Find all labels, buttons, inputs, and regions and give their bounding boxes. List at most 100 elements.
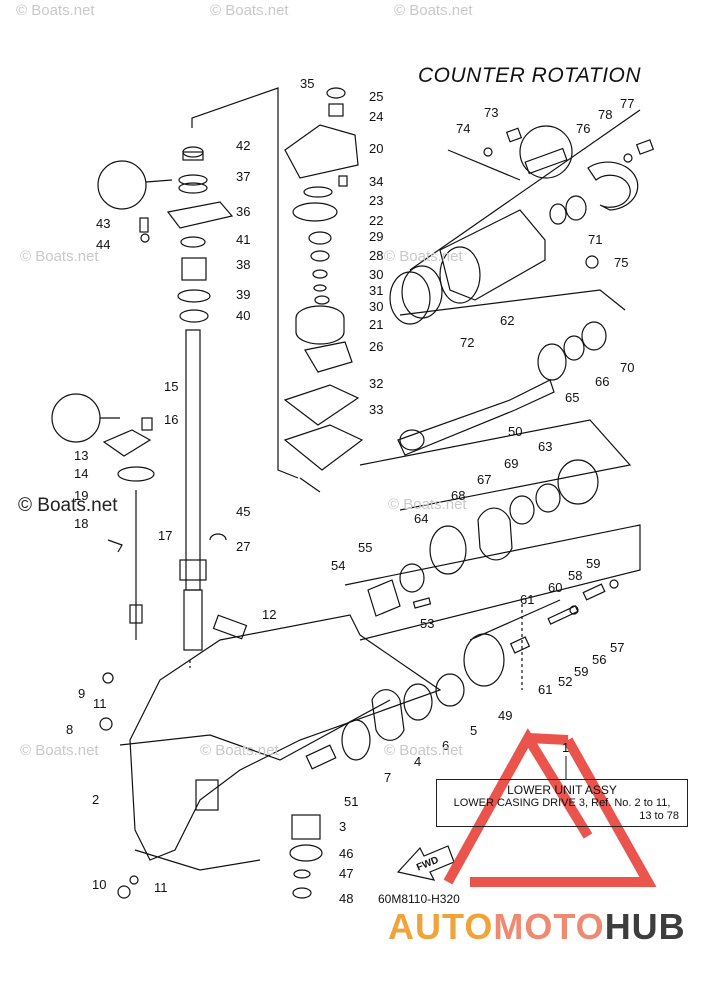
callout: 63 (538, 439, 552, 454)
callout: 56 (592, 652, 606, 667)
watermark: © Boats.net (384, 248, 463, 265)
washer-67 (509, 495, 535, 525)
detail-circle-top (97, 160, 147, 210)
brand-part-auto: AUTO (388, 906, 494, 947)
spring-58 (582, 583, 606, 601)
ball-57 (569, 605, 579, 615)
exploded-view-drawing (51, 87, 655, 899)
callout: 76 (576, 121, 590, 136)
callout: 29 (369, 229, 383, 244)
diagram-title: COUNTER ROTATION (418, 64, 642, 87)
ring-76 (587, 161, 639, 211)
bearing-4 (371, 689, 405, 741)
callout: 42 (236, 138, 250, 153)
watermark: © Boats.net (210, 2, 289, 19)
nut-9 (102, 672, 114, 684)
o-ring-7 (341, 719, 371, 761)
bracket-line (447, 149, 521, 181)
plunger-52 (509, 636, 531, 654)
callout: 72 (460, 335, 474, 350)
callout: 37 (236, 169, 250, 184)
clutch-54 (367, 579, 401, 617)
casing-window (195, 779, 219, 811)
callout: 15 (164, 379, 178, 394)
callout: 73 (484, 105, 498, 120)
callout: 59 (586, 556, 600, 571)
seal-71 (549, 203, 567, 225)
callout: 23 (369, 193, 383, 208)
watermark: © Boats.net (384, 742, 463, 759)
callout: 69 (504, 456, 518, 471)
callout: 78 (598, 107, 612, 122)
callout: 13 (74, 448, 88, 463)
washer-44 (140, 233, 150, 243)
insert-cartridge-21 (295, 305, 345, 345)
callout: 77 (620, 96, 634, 111)
callout: 65 (565, 390, 579, 405)
pin-34 (338, 175, 348, 187)
callout: 59 (574, 664, 588, 679)
callout: 38 (236, 257, 250, 272)
shim-66 (563, 335, 585, 361)
callout: 4 (414, 754, 421, 769)
callout: 6 (442, 738, 449, 753)
nut-75 (585, 255, 599, 269)
callout: 46 (339, 846, 353, 861)
callout: 21 (369, 317, 383, 332)
seal-25 (326, 87, 346, 99)
callout-numbers: 35 25 24 20 34 23 22 29 28 30 31 30 21 2… (66, 76, 634, 906)
bolt-16 (141, 417, 153, 431)
bolt-73 (505, 127, 523, 143)
gasket-33 (283, 424, 364, 471)
callout: 55 (358, 540, 372, 555)
o-ring-31 (313, 284, 327, 292)
callout: 22 (369, 213, 383, 228)
lower-casing-2 (129, 614, 442, 861)
assembly-number: 1 (562, 740, 569, 755)
callout: 30 (369, 267, 383, 282)
thrust-bearing-65 (537, 343, 567, 381)
bearing-63 (557, 459, 599, 505)
brand-logo-triangle (443, 728, 657, 887)
callout: 20 (369, 141, 383, 156)
callout: 45 (236, 504, 250, 519)
callout: 51 (344, 794, 358, 809)
reverse-gear-64 (429, 525, 467, 575)
plug-10 (117, 885, 131, 899)
callout: 25 (369, 89, 383, 104)
callout: 2 (92, 792, 99, 807)
assembly-line-2: LOWER CASING DRIVE 3, Ref. No. 2 to 11, (453, 797, 671, 809)
drawing-code: 60M8110-H320 (378, 892, 460, 906)
ball-59 (609, 579, 619, 589)
bolt-43 (139, 217, 149, 233)
gasket-11 (129, 875, 139, 885)
callout: 44 (96, 237, 110, 252)
callout: 61 (538, 682, 552, 697)
callout: 35 (300, 76, 314, 91)
bearing-3 (291, 814, 321, 840)
callout: 49 (498, 708, 512, 723)
callout: 62 (500, 313, 514, 328)
callout: 27 (236, 539, 250, 554)
callout: 32 (369, 376, 383, 391)
callout: 33 (369, 402, 383, 417)
watermark: © Boats.net (388, 496, 467, 513)
o-ring-23 (303, 186, 333, 198)
callout: 70 (620, 360, 634, 375)
watermark: © Boats.net (394, 2, 473, 19)
callout: 24 (369, 109, 383, 124)
watermark: © Boats.net (16, 2, 95, 19)
drive-shaft (185, 329, 201, 591)
shift-plate-13 (102, 429, 152, 457)
callout: 14 (74, 466, 88, 481)
callout: 52 (558, 674, 572, 689)
callout: 26 (369, 339, 383, 354)
callout: 19 (74, 488, 88, 503)
callout: 41 (236, 232, 250, 247)
bracket-line (399, 289, 626, 316)
seal-29 (308, 231, 332, 245)
callout: 39 (236, 287, 250, 302)
callout: 36 (236, 204, 250, 219)
callout: 12 (262, 607, 276, 622)
